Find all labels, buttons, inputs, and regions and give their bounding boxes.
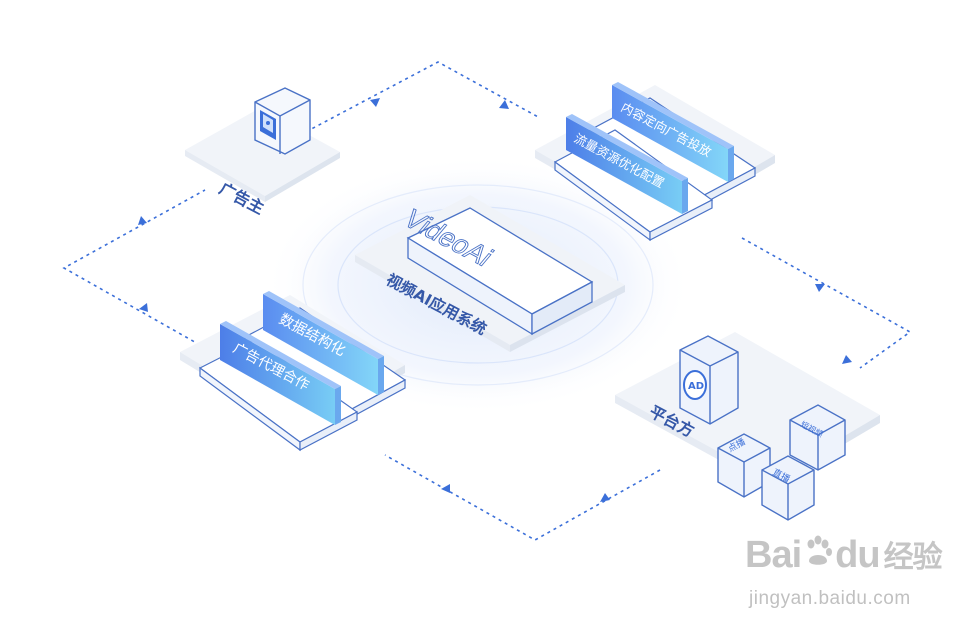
platform-cube: 点播	[717, 433, 771, 498]
glow-ring	[302, 184, 654, 386]
watermark-url: jingyan.baidu.com	[749, 588, 911, 609]
ad-box: AD	[679, 335, 739, 425]
ad-badge: AD	[688, 381, 704, 392]
agency-card: 广告代理合作	[220, 321, 341, 425]
paw-icon	[803, 534, 833, 577]
platform-cube: 短视频	[789, 404, 846, 471]
connection-loop	[62, 61, 912, 541]
advertiser-device-icon	[254, 87, 311, 155]
platform-node: AD 平台方 短视频 点播 直播	[615, 332, 880, 521]
watermark-brand-text: Bai	[745, 534, 802, 576]
watermark-brand-tail: du	[835, 534, 880, 576]
agency-node: 数据结构化 广告代理合作	[180, 291, 407, 452]
agency-card: 数据结构化	[263, 291, 384, 395]
connection-arrows	[138, 98, 852, 502]
advertiser-platform	[185, 108, 340, 196]
platform-cube: 直播	[761, 455, 815, 521]
advertiser-node: 广告主	[185, 87, 340, 218]
center-node: VideoAi 视频AI应用系统	[355, 195, 625, 352]
watermark-suffix: 经验	[883, 540, 943, 575]
targeting-node: 内容定向广告投放 流量资源优化配置	[535, 82, 775, 242]
